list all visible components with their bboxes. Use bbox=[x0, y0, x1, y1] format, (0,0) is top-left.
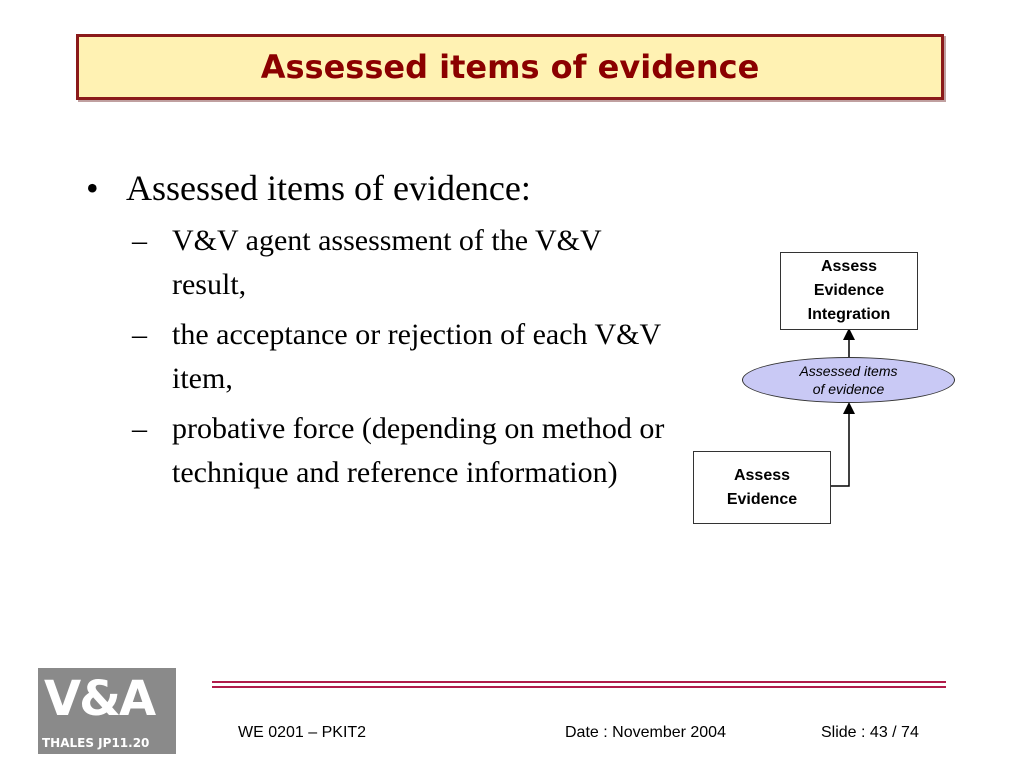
va-logo: V&A THALES JP11.20 bbox=[38, 668, 176, 754]
title-box: Assessed items of evidence bbox=[76, 34, 944, 100]
slide-title: Assessed items of evidence bbox=[260, 48, 760, 86]
logo-subtext: THALES JP11.20 bbox=[42, 736, 150, 750]
main-bullet: • Assessed items of evidence: bbox=[86, 163, 666, 213]
main-bullet-text: Assessed items of evidence: bbox=[126, 168, 531, 208]
dash-mark: – bbox=[132, 224, 147, 257]
slide-content: • Assessed items of evidence: – V&V agen… bbox=[86, 163, 666, 495]
sub-item: – probative force (depending on method o… bbox=[132, 407, 666, 495]
footer-date: Date : November 2004 bbox=[565, 724, 726, 741]
sub-item: – the acceptance or rejection of each V&… bbox=[132, 313, 666, 401]
assessed-items-ellipse: Assessed items of evidence bbox=[742, 357, 955, 403]
footer-divider bbox=[212, 681, 946, 683]
sub-item-text: probative force (depending on method or … bbox=[172, 412, 665, 489]
sub-item: – V&V agent assessment of the V&V result… bbox=[132, 219, 666, 307]
dash-mark: – bbox=[132, 318, 147, 351]
dash-mark: – bbox=[132, 412, 147, 445]
bullet-mark: • bbox=[86, 168, 99, 208]
footer-course: WE 0201 – PKIT2 bbox=[238, 724, 367, 741]
footer-slide-number: Slide : 43 / 74 bbox=[821, 724, 919, 741]
arrow-to-ellipse bbox=[831, 402, 855, 487]
footer-divider bbox=[212, 686, 946, 688]
assess-evidence-box: Assess Evidence bbox=[693, 451, 831, 524]
sub-item-text: the acceptance or rejection of each V&V … bbox=[172, 318, 661, 395]
logo-text: V&A bbox=[44, 671, 156, 727]
assess-evidence-integration-box: Assess Evidence Integration bbox=[780, 252, 918, 330]
sub-item-text: V&V agent assessment of the V&V result, bbox=[172, 224, 602, 301]
